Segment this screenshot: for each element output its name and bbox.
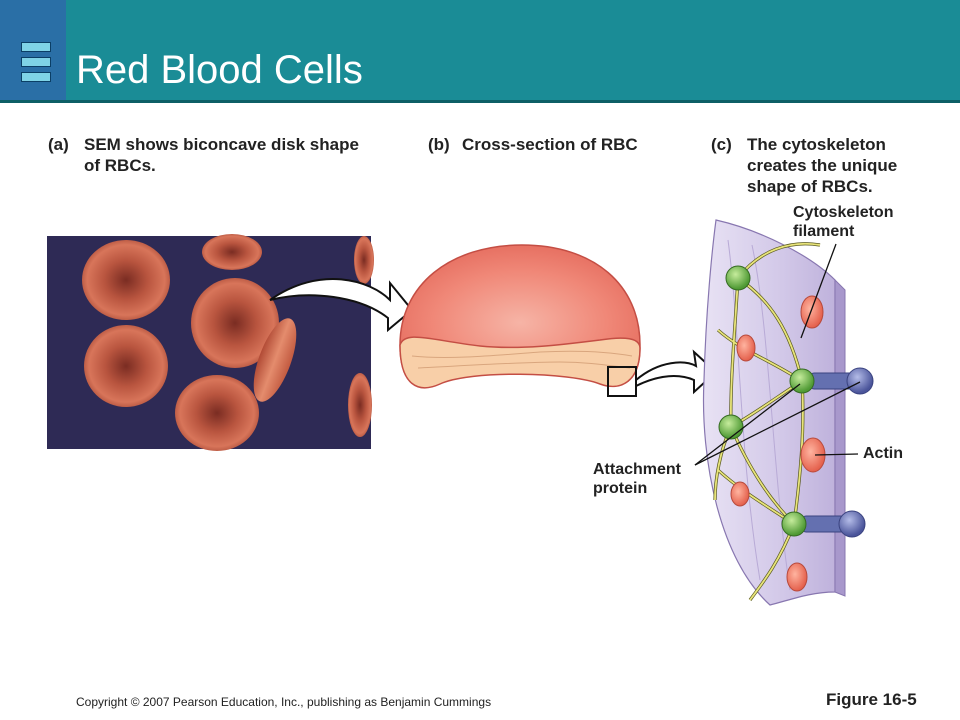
panel-a-text: SEM shows biconcave disk shape of RBCs. xyxy=(84,135,359,175)
slide-title: Red Blood Cells xyxy=(76,48,363,92)
panel-a-tag: (a) xyxy=(48,135,69,154)
figure-number: Figure 16-5 xyxy=(826,690,917,709)
attachment-protein xyxy=(718,414,744,440)
transmembrane-protein xyxy=(838,510,866,538)
copyright-notice: Copyright © 2007 Pearson Education, Inc.… xyxy=(76,695,492,709)
header-divider xyxy=(0,100,960,103)
transmembrane-protein xyxy=(846,367,874,395)
logo-bar xyxy=(21,57,51,67)
actin-protein xyxy=(730,481,750,507)
panel-b-caption: (b) Cross-section of RBC xyxy=(428,134,688,158)
logo-bar xyxy=(21,42,51,52)
label-leaders xyxy=(694,243,861,466)
cytoskeleton-diagram xyxy=(702,219,874,606)
actin-protein xyxy=(786,562,808,592)
logo-block xyxy=(0,0,66,100)
panel-c-text: The cytoskeleton creates the unique shap… xyxy=(747,135,898,196)
attachment-protein-label: Attachment protein xyxy=(593,461,682,497)
actin-protein xyxy=(800,295,824,329)
panel-a-caption: (a) SEM shows biconcave disk shape of RB… xyxy=(48,134,408,178)
rbc-cross-section xyxy=(399,244,641,397)
slide-header xyxy=(0,0,960,100)
attachment-protein xyxy=(781,511,807,537)
actin-protein xyxy=(736,334,756,362)
panel-c-tag: (c) xyxy=(711,135,732,154)
attachment-protein xyxy=(725,265,751,291)
panel-b-text: Cross-section of RBC xyxy=(462,135,638,154)
actin-label: Actin xyxy=(863,445,903,462)
logo-bar xyxy=(21,72,51,82)
cytoskeleton-filament-label: Cytoskeleton filament xyxy=(793,204,894,240)
sem-image xyxy=(47,234,374,451)
panel-b-tag: (b) xyxy=(428,135,450,154)
panel-c-caption: (c) The cytoskeleton creates the unique … xyxy=(711,134,931,200)
